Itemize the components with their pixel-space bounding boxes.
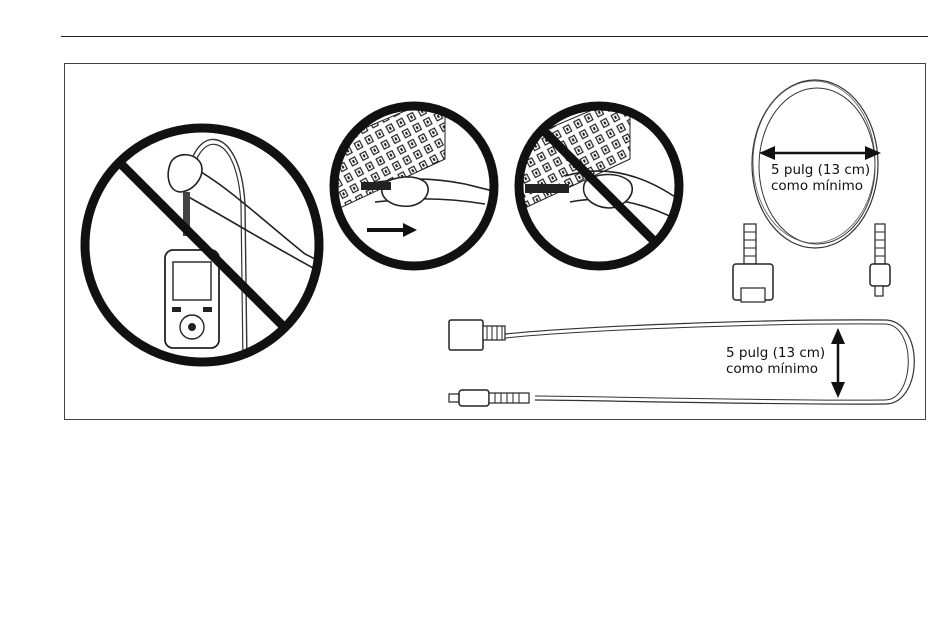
loop-dimension-line1: 5 pulg (13 cm) [726, 345, 825, 361]
header-rule [61, 36, 928, 37]
figure-frame: 5 pulg (13 cm) como mínimo 5 pulg (13 cm… [64, 63, 926, 420]
loop-dimension-line2: como mínimo [726, 361, 825, 377]
prohibited-panel-pull-angled [512, 94, 685, 266]
arrow-right-icon [367, 223, 417, 237]
coil-dimension-line2: como mínimo [771, 178, 870, 194]
loop-dimension-label: 5 pulg (13 cm) como mínimo [726, 345, 825, 377]
prohibited-tester-hanging [85, 128, 325, 364]
coil-dimension-line1: 5 pulg (13 cm) [771, 162, 870, 178]
double-arrow-icon [759, 146, 881, 160]
double-arrow-icon [831, 328, 845, 398]
panel-pull-straight [327, 94, 505, 266]
loop-cable [449, 320, 914, 406]
coil-dimension-label: 5 pulg (13 cm) como mínimo [771, 162, 870, 194]
